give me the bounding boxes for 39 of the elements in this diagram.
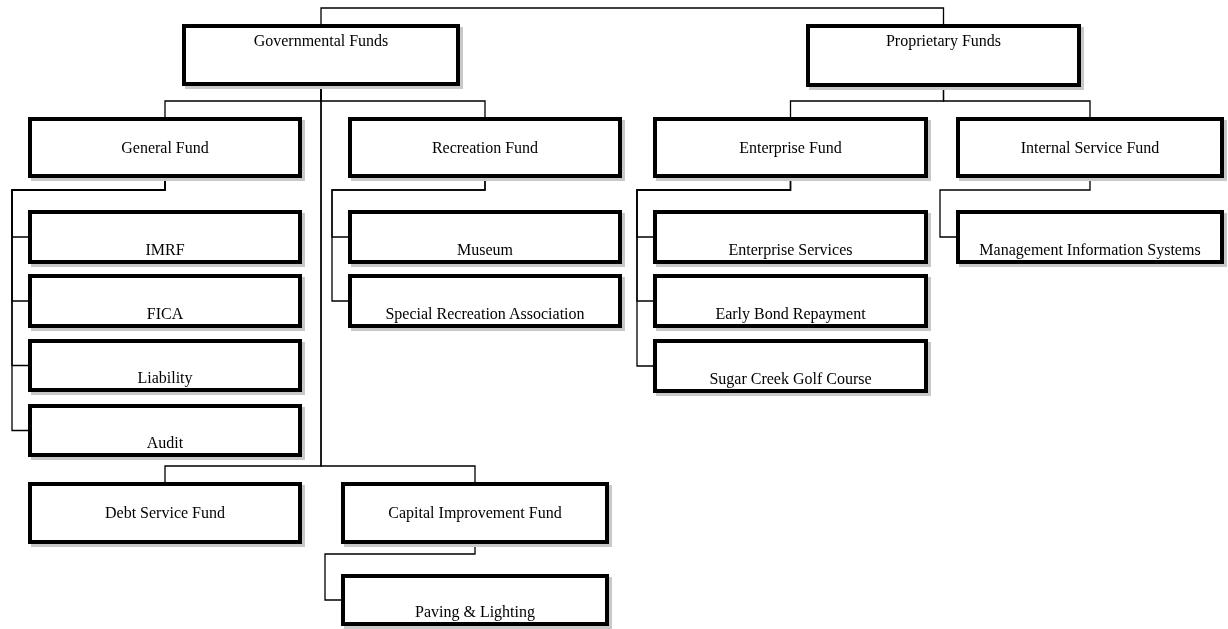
fund-box (182, 24, 460, 86)
fund-name: Special Recreation Association (385, 305, 585, 323)
fund-name: Debt Service Fund (105, 504, 225, 522)
fund-name: FICA (146, 305, 184, 323)
fund-box (806, 24, 1081, 87)
connector-line (320, 7, 945, 25)
fund-box (653, 117, 928, 178)
fund-name: Enterprise Services (728, 241, 853, 259)
fund-name: Paving & Lighting (415, 603, 535, 621)
fund-box (28, 339, 302, 392)
fund-box (28, 210, 302, 264)
fund-box (348, 210, 622, 264)
fund-box (653, 210, 928, 264)
fund-box (653, 274, 928, 328)
fund-box (348, 274, 622, 328)
fund-name: General Fund (121, 138, 209, 157)
fund-name: Audit (146, 434, 184, 452)
fund-name: Sugar Creek Golf Course (709, 370, 872, 388)
fund-box (956, 210, 1224, 264)
fund-box (341, 574, 609, 626)
fund-name: IMRF (145, 241, 185, 259)
fund-box (956, 117, 1224, 178)
fund-name: Liability (137, 369, 193, 387)
fund-name: Early Bond Repayment (715, 305, 866, 323)
fund-box (28, 404, 302, 457)
fund-box (348, 117, 622, 178)
fund-name: Capital Improvement Fund (388, 504, 562, 522)
fund-box (28, 482, 302, 544)
fund-box (653, 339, 928, 393)
fund-name: Museum (457, 241, 513, 259)
fund-box (341, 482, 609, 544)
fund-box (28, 274, 302, 328)
fund-box (28, 117, 302, 178)
fund-name: Proprietary Funds (885, 32, 1002, 50)
fund-name: Internal Service Fund (1020, 138, 1160, 157)
fund-name: Recreation Fund (431, 138, 539, 157)
fund-name: Management Information Systems (979, 241, 1201, 259)
fund-name: Enterprise Fund (739, 138, 842, 157)
fund-name: Governmental Funds (253, 32, 389, 50)
